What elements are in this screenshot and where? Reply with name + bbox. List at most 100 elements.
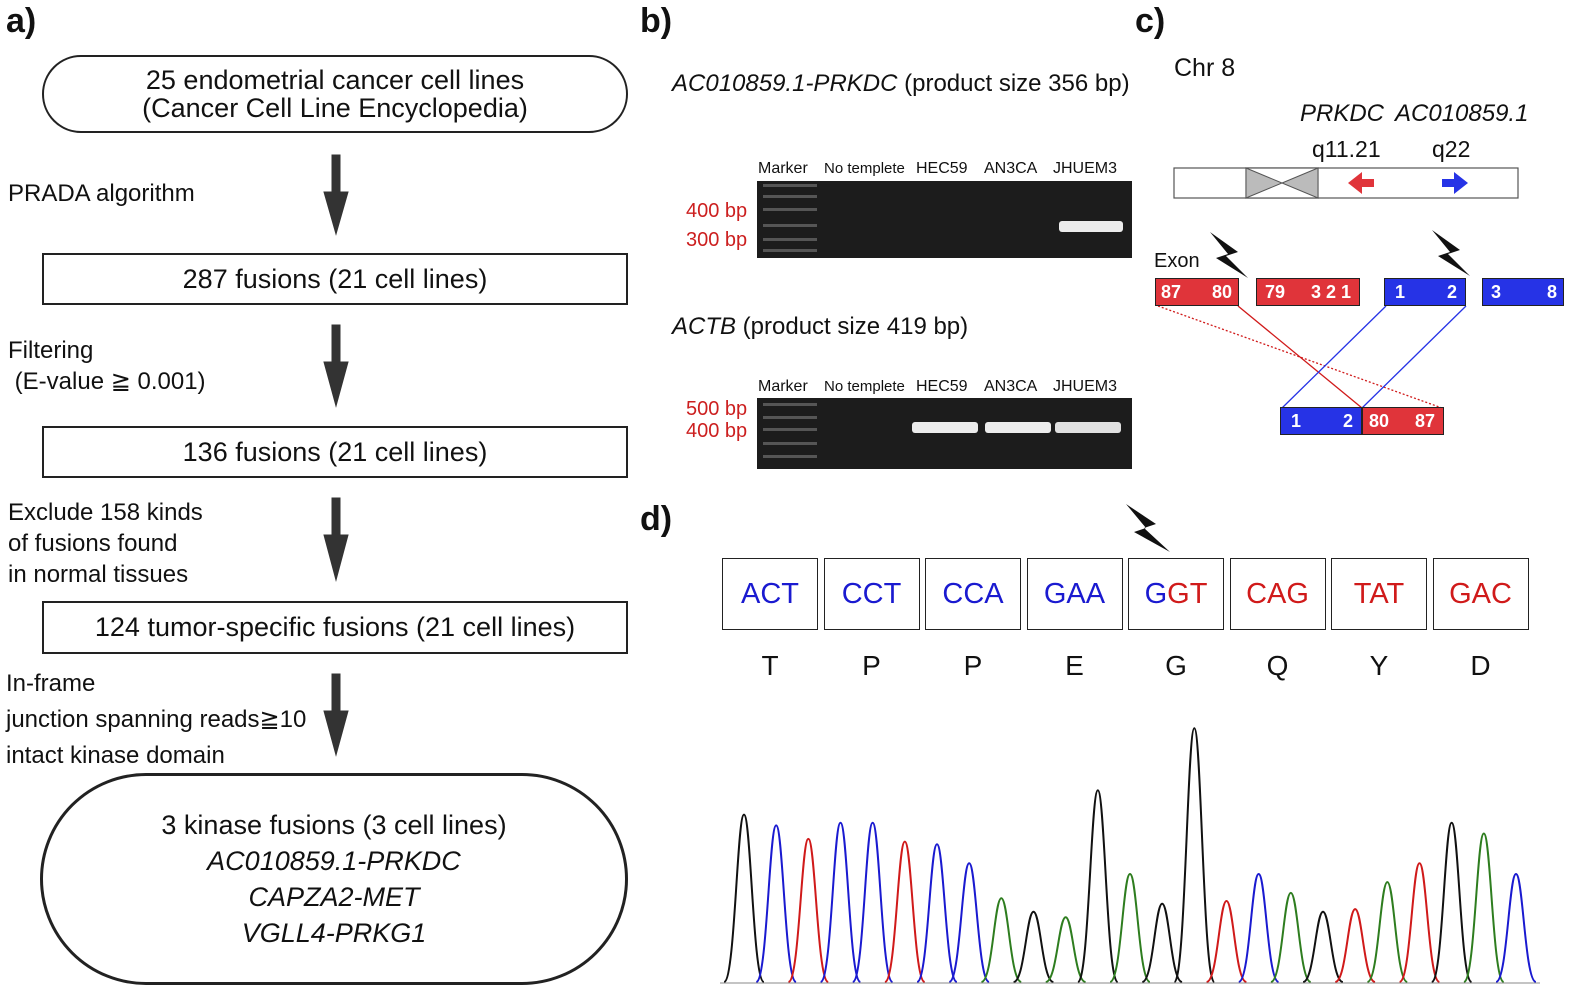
codon-base-text: TAT bbox=[1353, 577, 1405, 610]
gel-2-lane-marker: Marker bbox=[758, 378, 808, 395]
codon-base-text: GAC bbox=[1449, 577, 1512, 610]
flow-box-kinase-fusions: 3 kinase fusions (3 cell lines) AC010859… bbox=[40, 773, 628, 985]
gene-label-ac010859: AC010859.1 bbox=[1395, 100, 1529, 127]
gel-2-gene: ACTB bbox=[672, 313, 737, 340]
gel-1-lane-hec59: HEC59 bbox=[916, 160, 968, 177]
gel-band-an3ca bbox=[985, 422, 1051, 433]
step-inframe: In-frame junction spanning reads≧10 inta… bbox=[6, 666, 306, 774]
step-line: (E-value ≧ 0.001) bbox=[8, 368, 206, 395]
chromatogram-peak bbox=[1141, 902, 1183, 983]
marker-band bbox=[763, 416, 817, 419]
step-line: intact kinase domain bbox=[6, 742, 225, 769]
codon-box: ACT bbox=[722, 558, 818, 630]
step-line: of fusions found bbox=[8, 530, 178, 557]
marker-band bbox=[763, 428, 817, 431]
panel-a-label: a) bbox=[6, 2, 37, 40]
fusion-block-prkdc-80-87: 80 87 bbox=[1362, 407, 1444, 435]
codon-base-text: CCT bbox=[841, 577, 902, 610]
flow-box-124-fusions: 124 tumor-specific fusions (21 cell line… bbox=[42, 601, 628, 654]
down-arrow bbox=[323, 154, 349, 236]
down-arrow bbox=[323, 497, 349, 582]
gel-2-bands bbox=[763, 403, 1121, 458]
codon-box: CAG bbox=[1229, 558, 1326, 630]
codon-base-text: GAA bbox=[1043, 577, 1106, 610]
gel-2-lane-notemplate: No templete bbox=[824, 378, 905, 395]
gel-1-bands bbox=[763, 184, 1123, 252]
amino-acid-label: E bbox=[1065, 650, 1084, 681]
amino-acid-label: Y bbox=[1369, 650, 1389, 681]
marker-band bbox=[763, 403, 817, 406]
exon-block-ac-1-2: 1 2 bbox=[1384, 278, 1466, 306]
chromatogram-peak bbox=[723, 813, 765, 983]
chromatogram-peak bbox=[787, 837, 830, 983]
gel-band-hec59 bbox=[912, 422, 978, 433]
panel-c-label: c) bbox=[1135, 2, 1166, 40]
codon-box: TAT bbox=[1331, 558, 1427, 630]
exon-number: 80 bbox=[1369, 411, 1390, 431]
chromatogram-peak bbox=[948, 862, 991, 983]
marker-band bbox=[763, 184, 817, 187]
junction-bolt-icon bbox=[1126, 504, 1170, 552]
exon-number: 1 bbox=[1291, 411, 1302, 431]
fusion-schematic bbox=[1157, 167, 1519, 409]
codon-base-text: CAG bbox=[1246, 577, 1309, 610]
chromatogram-peak bbox=[1270, 891, 1312, 983]
chromatogram-peak bbox=[1237, 872, 1280, 983]
exon-number: 2 bbox=[1446, 282, 1457, 302]
exon-number: 87 bbox=[1414, 411, 1435, 431]
breakpoint-bolt-icon bbox=[1432, 230, 1470, 276]
step-line: Filtering bbox=[8, 337, 94, 364]
gel-2-lane-an3ca: AN3CA bbox=[984, 378, 1038, 395]
codon-base-text: ACT bbox=[741, 577, 799, 610]
prkdc-direction-arrow-icon bbox=[1348, 172, 1374, 194]
gel-1-bp-upper: 400 bp bbox=[686, 200, 748, 222]
exon-number: 8 bbox=[1546, 282, 1557, 302]
chromatogram-peak bbox=[1013, 910, 1054, 983]
step-exclude: Exclude 158 kinds of fusions found in no… bbox=[8, 497, 203, 590]
marker-band bbox=[763, 249, 817, 252]
exon-number: 87 bbox=[1161, 282, 1182, 302]
fusion-connector-lines bbox=[1157, 305, 1467, 409]
gel-band-jhuem3 bbox=[1055, 422, 1121, 433]
chromatogram-peak bbox=[755, 824, 798, 983]
gel-2-lane-jhuem3: JHUEM3 bbox=[1053, 378, 1118, 395]
flow-box-line: (Cancer Cell Line Encyclopedia) bbox=[142, 93, 528, 123]
amino-acid-label: P bbox=[862, 650, 881, 681]
exon-number: 3 2 1 bbox=[1310, 282, 1351, 302]
step-line: in normal tissues bbox=[8, 561, 189, 588]
exon-number: 79 bbox=[1265, 282, 1286, 302]
step-line: PRADA algorithm bbox=[8, 180, 195, 207]
band-label-q22: q22 bbox=[1432, 136, 1471, 162]
chromatogram-peak bbox=[1430, 821, 1473, 983]
codon-base-text: G bbox=[1144, 577, 1168, 610]
exon-number: 3 bbox=[1491, 282, 1502, 302]
chromosome-label: Chr 8 bbox=[1174, 54, 1236, 82]
chromatogram-peak bbox=[1302, 910, 1344, 983]
panel-d-label: d) bbox=[640, 500, 673, 538]
marker-band bbox=[763, 224, 817, 227]
codon-box: GAC bbox=[1432, 558, 1529, 630]
flow-box-cell-lines: 25 endometrial cancer cell lines (Cancer… bbox=[42, 55, 628, 133]
flow-box-287-fusions: 287 fusions (21 cell lines) bbox=[42, 253, 628, 305]
gel-2-bp-lower: 400 bp bbox=[686, 420, 748, 442]
exon-block-ac-3-8: 3 8 bbox=[1482, 278, 1564, 306]
chromatogram-peak bbox=[1366, 881, 1409, 983]
chromatogram-peak bbox=[1205, 899, 1248, 983]
marker-band bbox=[763, 455, 817, 458]
gel-1-lane-an3ca: AN3CA bbox=[984, 160, 1038, 177]
codon-box: CCT bbox=[823, 558, 920, 630]
marker-band bbox=[763, 238, 817, 241]
exon-label: Exon bbox=[1154, 250, 1200, 272]
step-line: junction spanning reads≧10 bbox=[6, 706, 307, 733]
gene-label-prkdc: PRKDC bbox=[1300, 100, 1385, 127]
down-arrow bbox=[323, 673, 349, 757]
exon-number: 80 bbox=[1211, 282, 1232, 302]
chromatogram-peak bbox=[1495, 872, 1537, 983]
amino-acid-label: P bbox=[963, 650, 983, 681]
ac010859-direction-arrow-icon bbox=[1442, 172, 1468, 194]
chromatogram-peak bbox=[1173, 727, 1216, 983]
chromatogram-peak bbox=[883, 840, 926, 983]
chromatogram-peak bbox=[980, 897, 1022, 983]
panel-b-label: b) bbox=[640, 2, 673, 40]
step-prada: PRADA algorithm bbox=[8, 178, 195, 209]
